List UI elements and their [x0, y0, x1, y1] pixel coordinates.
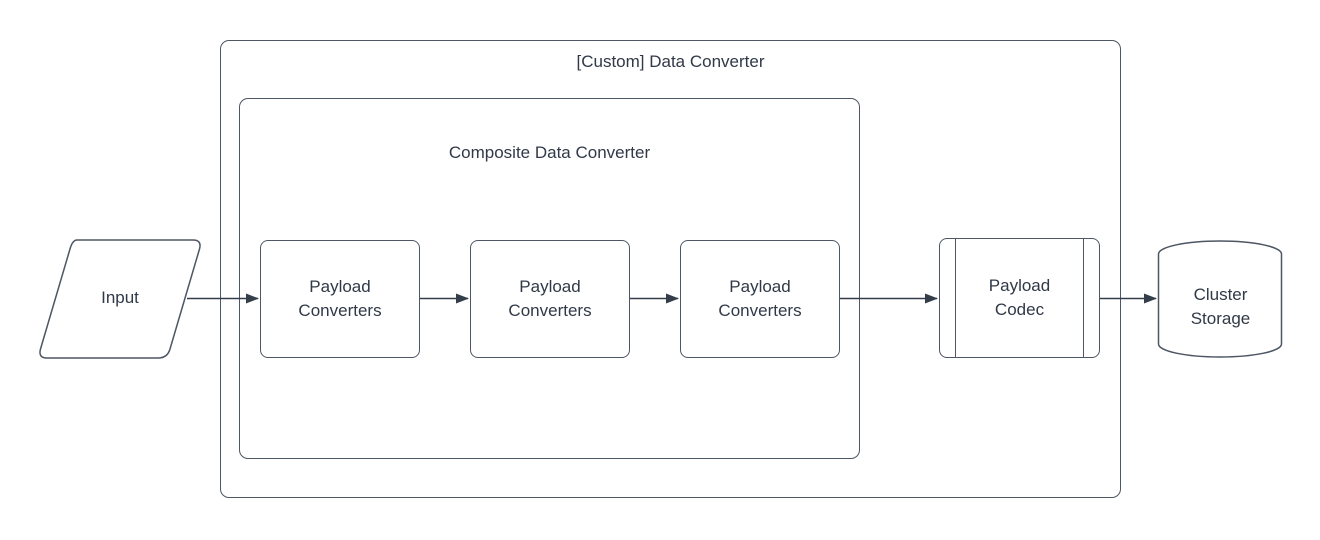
input-node-label-wrap: Input: [55, 286, 185, 310]
node-label: Payload Converters: [718, 277, 802, 320]
node-label: Payload Codec: [988, 276, 1051, 319]
composite-data-converter-container: [239, 98, 860, 459]
node-payload-codec: Payload Codec: [939, 238, 1100, 358]
node-label: Payload Converters: [298, 277, 382, 320]
node-payload-converters-3: Payload Converters: [680, 240, 840, 358]
node-payload-converters-2: Payload Converters: [470, 240, 630, 358]
node-label: Input: [101, 288, 139, 307]
composite-data-converter-title: Composite Data Converter: [448, 143, 651, 162]
node-label: Cluster Storage: [1190, 285, 1251, 328]
codec-right-bar: [1083, 239, 1084, 357]
node-payload-converters-1: Payload Converters: [260, 240, 420, 358]
custom-data-converter-title: [Custom] Data Converter: [576, 52, 765, 71]
codec-left-bar: [955, 239, 956, 357]
custom-data-converter-container: [220, 40, 1121, 498]
cluster-storage-label-wrap: Cluster Storage: [1159, 283, 1282, 331]
node-label: Payload Converters: [508, 277, 592, 320]
